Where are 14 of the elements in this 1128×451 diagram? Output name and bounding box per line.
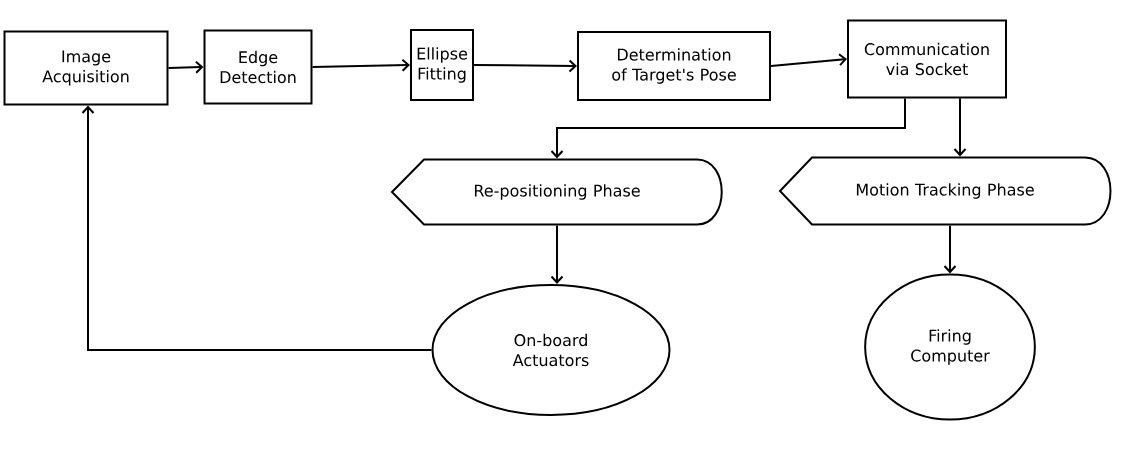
process-box: Communication via Socket (847, 19, 1007, 99)
arrow (550, 97, 906, 159)
arrow (473, 59, 577, 73)
arrow (311, 58, 410, 72)
arrow (953, 97, 967, 157)
arrow (770, 53, 847, 67)
arrow (81, 105, 433, 351)
process-box: Image Acquisition (3, 30, 169, 106)
arrow (167, 60, 204, 74)
process-box: Edge Detection (203, 29, 313, 105)
process-box: Determination of Target's Pose (577, 31, 771, 101)
arrow (943, 224, 957, 274)
arrow (550, 224, 564, 284)
process-box: Ellipse Fitting (410, 29, 474, 101)
